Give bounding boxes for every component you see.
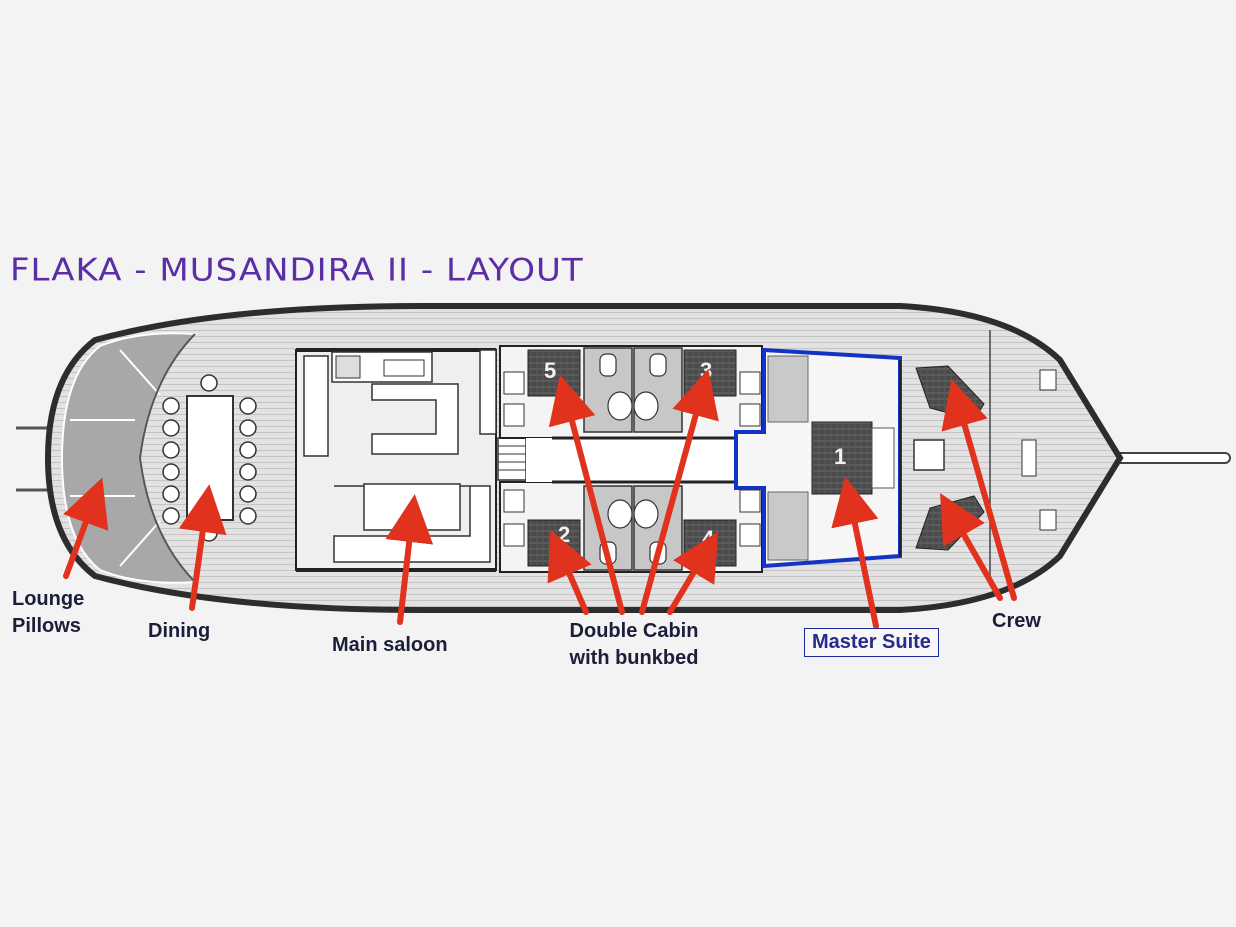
cabin-number-4: 4 [702, 526, 715, 551]
label-double-cabin: Double Cabin with bunkbed [569, 620, 699, 669]
arrow-saloon [385, 494, 434, 625]
arrow-cabin-2 [547, 529, 592, 615]
double-cabins-block: 5 3 2 4 [499, 345, 763, 573]
arrow-crew-lower [940, 493, 1003, 601]
arrow-dining [178, 484, 227, 611]
arrow-crew-upper [941, 378, 1017, 601]
cabin-number-3: 3 [700, 358, 712, 383]
arrow-cabin-5 [548, 374, 625, 615]
cabin-number-2: 2 [558, 522, 570, 547]
arrow-cabin-4 [667, 531, 719, 615]
main-saloon [295, 348, 497, 572]
label-crew: Crew [992, 610, 1041, 632]
arrow-master [831, 476, 879, 629]
arrow-cabin-3 [639, 368, 719, 615]
diagram-title: FLAKA - MUSANDIRA II - LAYOUT [10, 252, 584, 289]
label-lounge-pillows: Lounge Pillows [12, 588, 85, 637]
label-master-suite: Master Suite [804, 628, 939, 657]
label-dining: Dining [148, 620, 211, 642]
arrow-lounge [63, 477, 109, 579]
callout-arrows [63, 368, 1017, 629]
label-main-saloon: Main saloon [332, 634, 448, 656]
stairs [497, 437, 527, 481]
cabin-number-5: 5 [544, 358, 556, 383]
cabin-number-1: 1 [834, 444, 846, 469]
